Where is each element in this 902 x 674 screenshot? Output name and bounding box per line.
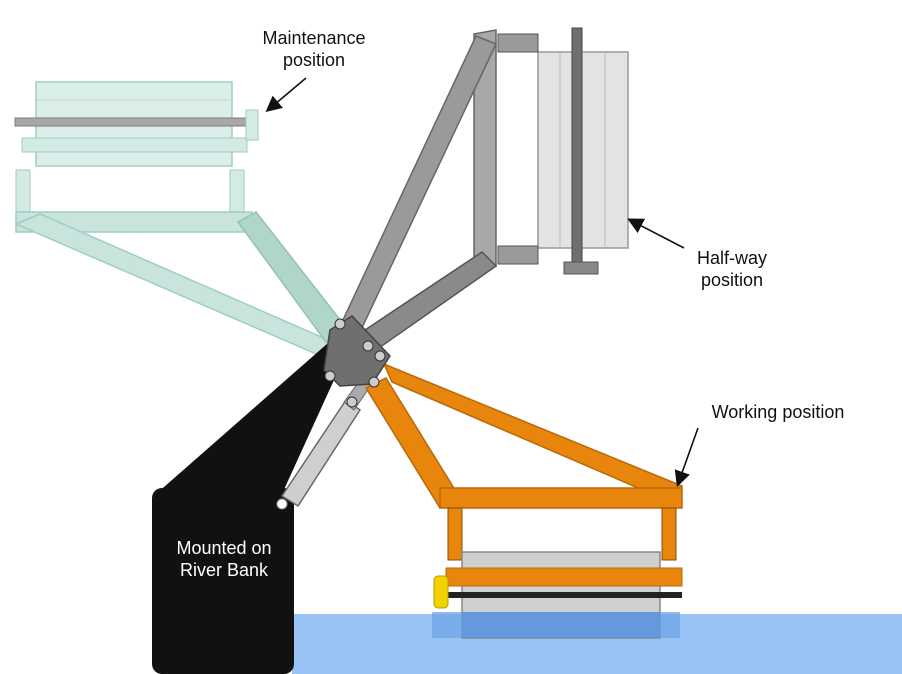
mount-brace bbox=[232, 370, 334, 494]
hydraulic-cylinder bbox=[280, 398, 362, 508]
mount-label-line-2: River Bank bbox=[180, 560, 269, 580]
riverbank-mount: Mounted on River Bank bbox=[152, 336, 360, 674]
working-position-assembly bbox=[364, 362, 683, 639]
mount-label-line-1: Mounted on bbox=[176, 538, 271, 558]
central-pivot bbox=[323, 315, 391, 408]
halfway-arrow bbox=[627, 218, 685, 249]
halfway-drum bbox=[537, 51, 629, 249]
halfway-label-line-2: position bbox=[701, 270, 763, 290]
working-label: Working position bbox=[712, 402, 845, 422]
halfway-diagonal-arm bbox=[341, 35, 498, 334]
maintenance-label-line-2: position bbox=[283, 50, 345, 70]
maintenance-top-bar bbox=[14, 117, 252, 127]
halfway-vertical-bar bbox=[571, 27, 583, 273]
mount-base-block bbox=[152, 488, 294, 674]
working-arrow bbox=[674, 427, 699, 488]
halfway-label-line-1: Half-way bbox=[697, 248, 767, 268]
working-horizontal-rail bbox=[439, 487, 683, 509]
halfway-position-assembly bbox=[341, 27, 629, 351]
mount-diagonal-beam bbox=[156, 336, 360, 494]
working-yellow-indicator bbox=[433, 575, 449, 609]
maintenance-arrow bbox=[265, 77, 307, 113]
maintenance-position-assembly bbox=[14, 81, 350, 361]
working-lower-bar bbox=[445, 567, 683, 587]
maintenance-label-line-1: Maintenance bbox=[262, 28, 365, 48]
